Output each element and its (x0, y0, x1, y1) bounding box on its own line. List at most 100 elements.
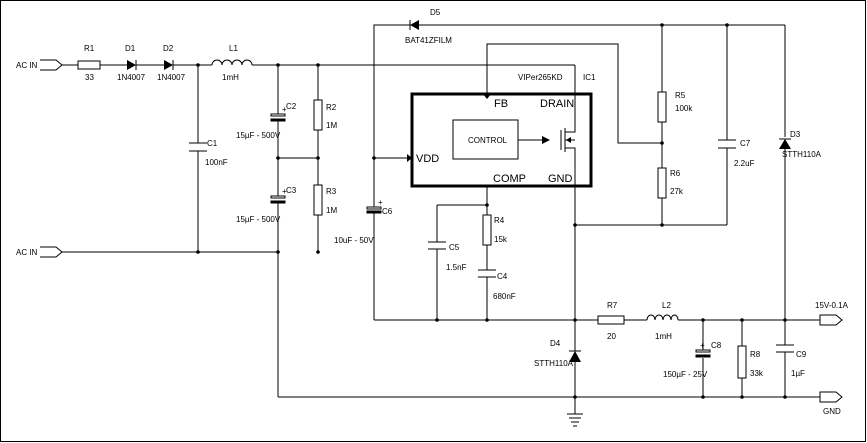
resistor-r6: R6 27k (657, 167, 684, 199)
d3-ref: D3 (790, 130, 801, 139)
capacitor-c9: C9 1µF (776, 344, 807, 378)
c2-polarity-icon: + (282, 105, 287, 114)
inductor-l1: L1 1mH (211, 44, 253, 82)
diode-d4: D4 STTH110A (534, 339, 581, 368)
ic1-body (410, 92, 593, 188)
capacitor-c1: C1 100nF (189, 139, 228, 167)
ic1-ref-label: IC1 (583, 73, 596, 82)
capacitor-c7: C7 2.2uF (718, 139, 755, 168)
port-output-label: 15V-0.1A (815, 301, 849, 310)
pin-gnd-label: GND (548, 173, 573, 185)
diode-d1: D1 1N4007 (117, 44, 146, 82)
r4-ref: R4 (494, 216, 505, 225)
resistor-r8: R8 33k (737, 345, 764, 379)
pin-drain-label: DRAIN (540, 98, 574, 110)
capacitor-c8: + C8 150µF - 25V (663, 341, 722, 379)
resistor-r7: R7 20 (597, 301, 625, 341)
r2-ref: R2 (326, 103, 337, 112)
c7-value: 2.2uF (734, 159, 755, 168)
pin-comp-label: COMP (493, 173, 526, 185)
c4-ref: C4 (497, 272, 508, 281)
c8-value: 150µF - 25V (663, 370, 708, 379)
c3-ref: C3 (286, 186, 297, 195)
resistor-r4: R4 15k (482, 214, 508, 246)
mosfet-icon (560, 94, 576, 186)
r6-ref: R6 (670, 169, 681, 178)
c6-value: 10uF - 50V (334, 236, 374, 245)
c1-ref: C1 (207, 139, 218, 148)
port-gnd-label: GND (823, 407, 841, 416)
r2-value: 1M (326, 121, 337, 130)
capacitor-c2: + C2 15µF - 500V (236, 102, 297, 140)
r6-value: 27k (670, 187, 684, 196)
c6-ref: C6 (382, 207, 393, 216)
c2-ref: C2 (286, 102, 297, 111)
r4-value: 15k (494, 235, 508, 244)
r8-ref: R8 (750, 350, 761, 359)
resistor-r5: R5 100k (657, 91, 693, 123)
r7-value: 20 (607, 332, 616, 341)
diode-d3: D3 STTH110A (779, 130, 822, 159)
port-ac-in-top: AC IN (16, 59, 63, 71)
d5-ref: D5 (430, 8, 441, 17)
capacitor-c5: C5 1.5nF (428, 241, 467, 272)
junction-dots (196, 23, 787, 399)
l2-value: 1mH (655, 332, 672, 341)
c1-value: 100nF (205, 158, 228, 167)
resistor-r2: R2 1M (313, 99, 337, 131)
ic1-part-label: VIPer265KD (518, 73, 563, 82)
d2-ref: D2 (163, 44, 174, 53)
port-gnd: GND (819, 391, 843, 416)
port-ac-in-top-label: AC IN (16, 61, 38, 70)
d1-value: 1N4007 (117, 73, 146, 82)
fb-pin-marker (483, 94, 491, 99)
diode-d2: D2 1N4007 (157, 44, 186, 82)
vdd-pin-marker (407, 154, 412, 162)
c4-value: 680nF (493, 292, 516, 301)
control-block-label: CONTROL (468, 136, 508, 145)
pin-fb-label: FB (494, 98, 508, 110)
d4-value: STTH110A (534, 359, 574, 368)
c7-ref: C7 (740, 139, 751, 148)
l1-value: 1mH (222, 73, 239, 82)
c9-value: 1µF (791, 369, 805, 378)
d2-value: 1N4007 (157, 73, 186, 82)
resistor-r3: R3 1M (313, 184, 337, 216)
r1-ref: R1 (84, 44, 95, 53)
port-output: 15V-0.1A (815, 301, 849, 326)
r5-value: 100k (675, 104, 693, 113)
diode-d5: D5 BAT41ZFILM (405, 8, 452, 45)
c6-polarity-icon: + (378, 198, 383, 207)
c2-value: 15µF - 500V (236, 131, 281, 140)
resistor-r1: R1 33 (77, 44, 101, 82)
capacitor-c3: + C3 15µF - 500V (236, 186, 297, 224)
c9-ref: C9 (796, 350, 807, 359)
capacitor-c4: C4 680nF (478, 269, 516, 301)
c8-polarity-icon: + (700, 341, 705, 350)
r5-ref: R5 (675, 91, 686, 100)
d1-ref: D1 (125, 44, 136, 53)
c3-polarity-icon: + (282, 187, 287, 196)
pin-vdd-label: VDD (416, 153, 439, 165)
c3-value: 15µF - 500V (236, 215, 281, 224)
c5-ref: C5 (449, 243, 460, 252)
d4-ref: D4 (550, 339, 561, 348)
c8-ref: C8 (711, 341, 722, 350)
port-ac-in-bottom: AC IN (16, 246, 63, 258)
r7-ref: R7 (607, 301, 618, 310)
l2-ref: L2 (662, 301, 671, 310)
arrow-icon (542, 136, 550, 144)
r8-value: 33k (750, 369, 764, 378)
earth-ground-icon (567, 413, 583, 427)
r3-value: 1M (326, 206, 337, 215)
capacitor-c6: + C6 10uF - 50V (334, 198, 393, 245)
d5-value: BAT41ZFILM (405, 36, 452, 45)
r1-value: 33 (85, 73, 94, 82)
ic1-viper265kd: CONTROL FB DRAIN VDD COMP GND VIPer265KD… (407, 73, 596, 188)
r3-ref: R3 (326, 187, 337, 196)
inductor-l2: L2 1mH (646, 301, 679, 341)
d3-value: STTH110A (782, 150, 822, 159)
c5-value: 1.5nF (446, 263, 467, 272)
